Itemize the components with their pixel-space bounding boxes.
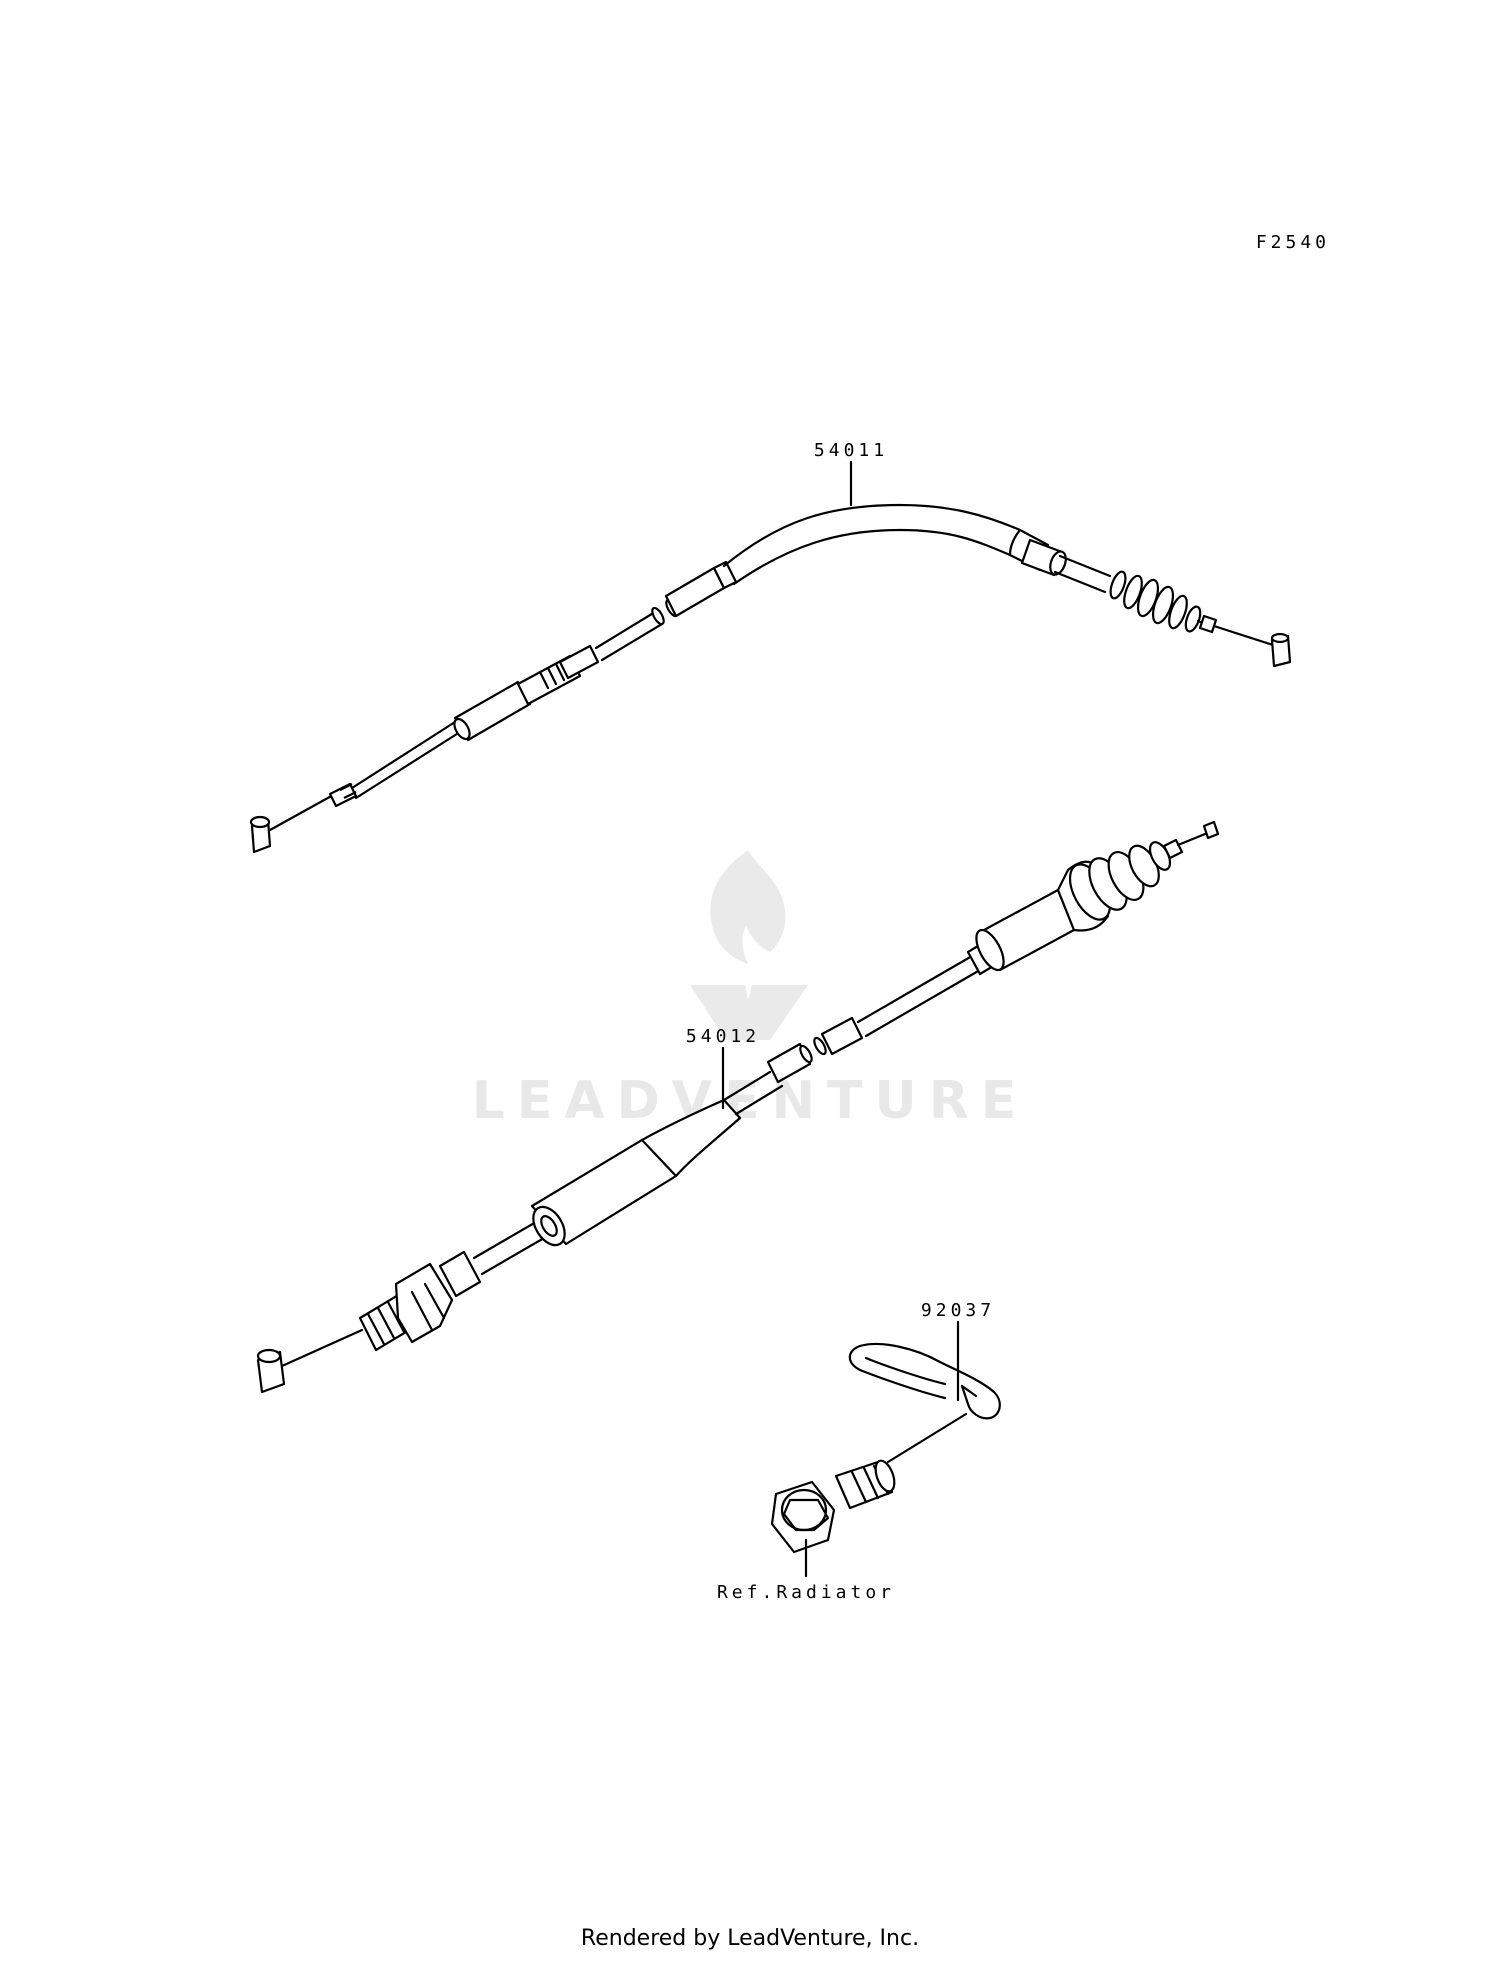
watermark-text: LEADVENTURE (472, 1071, 1029, 1131)
callout-ref-radiator: Ref.Radiator (717, 1582, 895, 1603)
cable-54012 (256, 820, 1220, 1394)
callout-92037: 92037 (921, 1300, 995, 1321)
callout-54012: 54012 (686, 1026, 760, 1047)
clamp-92037 (770, 1320, 1001, 1578)
cable-54011 (249, 460, 1292, 854)
figure-code: F2540 (1256, 232, 1330, 253)
flame-logo-icon (690, 850, 808, 1040)
footer-credit: Rendered by LeadVenture, Inc. (580, 1926, 920, 1951)
watermark: LEADVENTURE (472, 850, 1029, 1131)
callout-54011: 54011 (814, 440, 888, 461)
